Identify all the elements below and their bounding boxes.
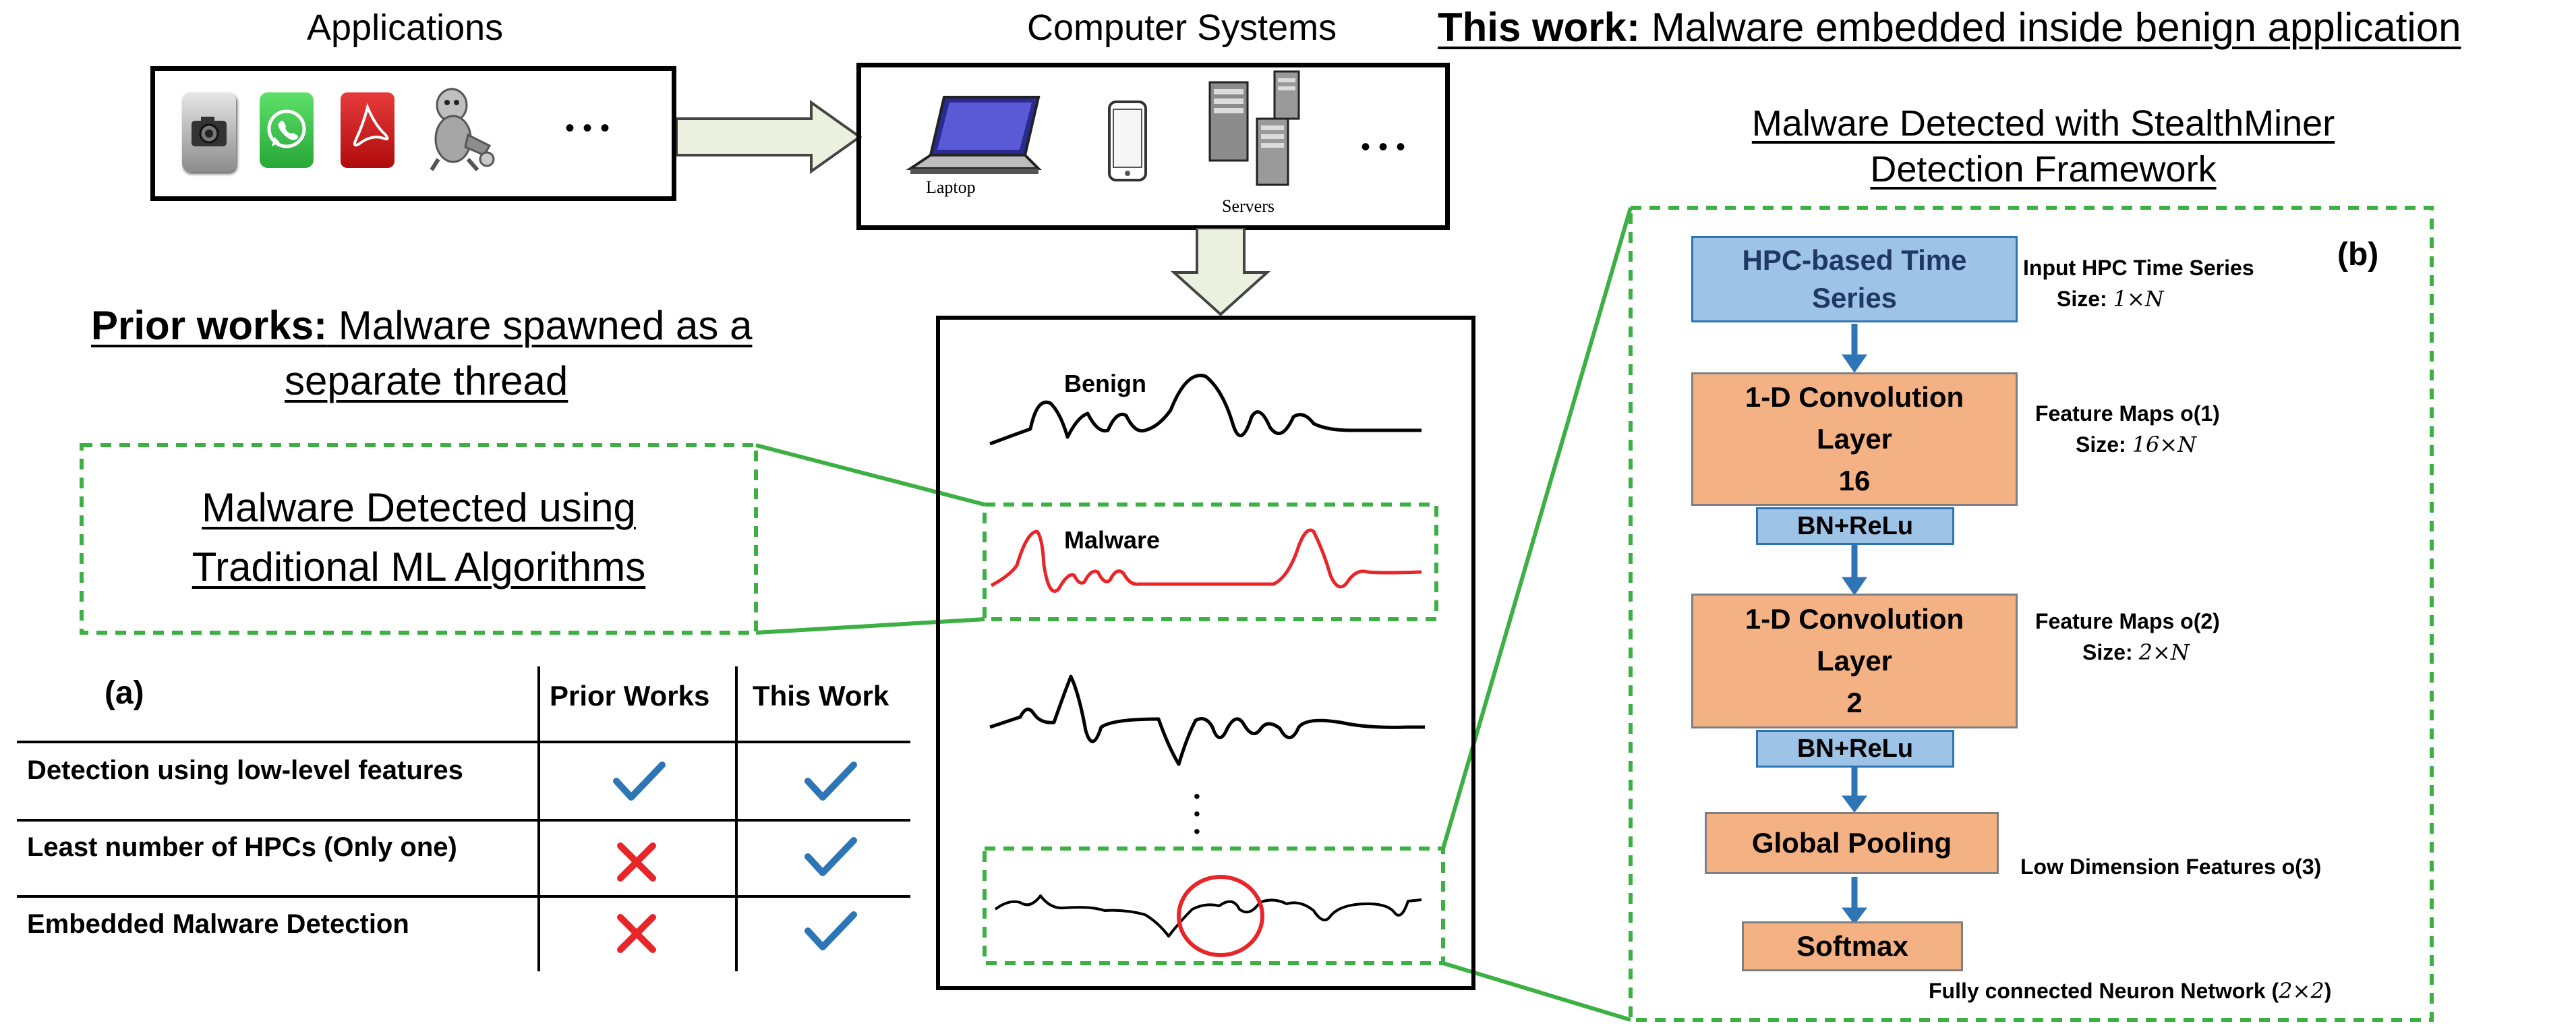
table-hline-1 — [17, 741, 910, 743]
side-fm2-line2: Size: 2×N — [2035, 637, 2220, 668]
network-panel-label: (b) — [2337, 237, 2379, 273]
malware-waveform — [990, 528, 1422, 593]
embedded-waveform — [994, 894, 1422, 938]
global-pooling-box: Global Pooling — [1705, 812, 1999, 874]
conv1-line3: 16 — [1838, 465, 1871, 496]
malware-mascot-icon — [425, 80, 499, 174]
table-row-3-label: Embedded Malware Detection — [27, 909, 409, 939]
conv2-line2: Layer — [1816, 645, 1893, 677]
conv1-line1: 1-D Convolution — [1745, 381, 1964, 413]
laptop-icon — [906, 96, 1042, 174]
camera-app-icon — [182, 92, 236, 172]
benign-label: Benign — [1064, 370, 1146, 397]
row-1-this-check-icon — [804, 762, 857, 801]
side-fm2-line1: Feature Maps o(2) — [2035, 609, 2220, 633]
side-input-annotation: Input HPC Time Series Size: 1×N — [2023, 252, 2254, 314]
row-2-this-check-icon — [804, 837, 857, 876]
servers-label: Servers — [1222, 196, 1275, 216]
prior-works-rest: Malware spawned as a — [327, 303, 753, 348]
row-3-this-check-icon — [804, 911, 857, 950]
bn-relu-2-box: BN+ReLu — [1756, 730, 1954, 768]
traditional-ml-line2: Traditional ML Algorithms — [192, 544, 646, 590]
applications-title: Applications — [307, 7, 504, 48]
side-input-size-label: Size: — [2057, 287, 2113, 311]
softmax-box: Softmax — [1742, 921, 1963, 971]
stealthminer-title-line1: Malware Detected with StealthMiner — [1751, 103, 2335, 144]
pdf-app-icon — [341, 92, 394, 168]
side-fm1-line2: Size: 16×N — [2035, 429, 2220, 460]
phone-icon — [1108, 101, 1147, 181]
side-fm1-size-label: Size: — [2076, 432, 2132, 457]
fc-close-paren: ) — [2324, 979, 2332, 1003]
signal-waveform-3 — [989, 675, 1425, 766]
stealthminer-title-line2: Detection Framework — [1870, 149, 2217, 190]
side-fm1-line1: Feature Maps o(1) — [2035, 401, 2220, 426]
prior-works-title-line1: Prior works: Malware spawned as a — [91, 302, 752, 349]
apps-to-systems-arrow — [676, 100, 862, 174]
fc-label: Fully connected Neuron Network ( — [1929, 979, 2279, 1003]
side-input-line1: Input HPC Time Series — [2023, 256, 2254, 280]
this-work-rest: Malware embedded inside benign applicati… — [1640, 5, 2461, 50]
side-fm2-size-value: 2×N — [2138, 639, 2190, 665]
hpc-box-line1: HPC-based Time — [1742, 244, 1967, 276]
signal-waveforms — [989, 374, 1425, 957]
this-work-bold: This work: — [1438, 5, 1641, 50]
embedded-malware-highlight — [1177, 875, 1264, 957]
table-header-prior-works: Prior Works — [550, 680, 710, 712]
bn-relu-1-box: BN+ReLu — [1756, 507, 1954, 545]
hpc-box-line2: Series — [1811, 282, 1898, 314]
malware-label: Malware — [1064, 526, 1161, 554]
prior-works-title-line2: separate thread — [285, 358, 568, 403]
apps-ellipsis: ••• — [565, 113, 618, 143]
traditional-ml-line1: Malware Detected using — [202, 485, 636, 530]
table-row-1-label: Detection using low-level features — [27, 755, 463, 785]
side-input-line2: Size: 1×N — [2023, 283, 2254, 314]
table-panel-label: (a) — [105, 675, 144, 711]
conv1-line2: Layer — [1816, 423, 1893, 455]
hpc-time-series-box: HPC-based Time Series — [1691, 236, 2018, 322]
table-header-this-work: This Work — [753, 680, 889, 712]
fc-size-value: 2×2 — [2279, 978, 2324, 1004]
servers-icon — [1208, 70, 1300, 186]
conv2-line3: 2 — [1846, 687, 1863, 718]
prior-works-bold: Prior works: — [91, 303, 328, 348]
table-hline-3 — [17, 895, 910, 898]
benign-waveform — [989, 374, 1422, 446]
fully-connected-annotation: Fully connected Neuron Network (2×2) — [1929, 975, 2331, 1006]
side-fm1-annotation: Feature Maps o(1) Size: 16×N — [2035, 398, 2220, 460]
traditional-ml-dashed-box — [80, 443, 758, 635]
side-low-dimension-annotation: Low Dimension Features o(3) — [2020, 855, 2322, 879]
side-input-size-value: 1×N — [2113, 286, 2164, 312]
conv-layer-1-box: 1-D Convolution Layer 16 — [1691, 372, 2018, 506]
computer-systems-box — [856, 63, 1450, 230]
applications-box — [150, 66, 676, 201]
row-3-prior-cross-icon — [617, 914, 656, 953]
this-work-title: This work: Malware embedded inside benig… — [1438, 4, 2461, 51]
row-2-prior-cross-icon — [617, 842, 656, 882]
systems-ellipsis: ••• — [1361, 132, 1414, 162]
row-1-prior-check-icon — [613, 762, 666, 801]
network-flow-arrows — [1842, 324, 1867, 925]
signals-vertical-ellipsis: • • • — [1194, 786, 1200, 842]
laptop-label: Laptop — [926, 177, 976, 197]
computer-systems-title: Computer Systems — [1027, 7, 1337, 48]
whatsapp-app-icon — [260, 92, 314, 168]
conv-layer-2-box: 1-D Convolution Layer 2 — [1691, 594, 2018, 728]
side-fm2-size-label: Size: — [2082, 640, 2139, 664]
systems-to-signals-arrow — [1170, 228, 1271, 316]
table-row-2-label: Least number of HPCs (Only one) — [27, 832, 457, 862]
table-hline-2 — [17, 819, 910, 822]
side-fm1-size-value: 16×N — [2132, 432, 2197, 457]
conv2-line1: 1-D Convolution — [1745, 603, 1964, 635]
side-fm2-annotation: Feature Maps o(2) Size: 2×N — [2035, 606, 2220, 668]
signals-box — [936, 316, 1475, 990]
